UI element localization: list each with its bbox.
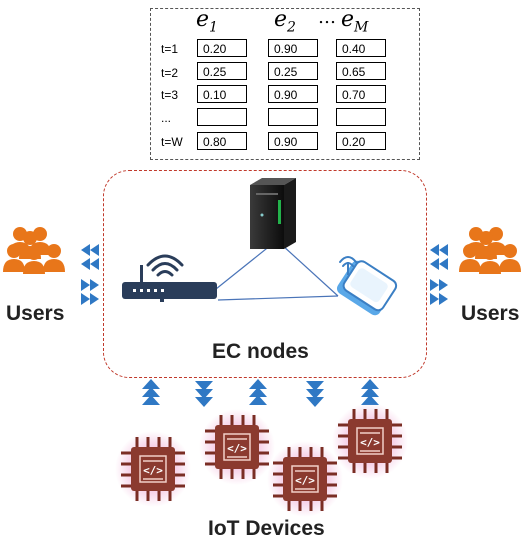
arrow-down-2 — [306, 381, 324, 407]
row-label: t=2 — [161, 66, 179, 80]
row-label: t=1 — [161, 42, 179, 56]
arrows-left-in — [81, 244, 99, 270]
data-table: e1 e2 … eM t=1 t=2 t=3 ... t=W 0.20 0.25… — [150, 7, 420, 160]
iot-devices-label: IoT Devices — [208, 517, 325, 540]
table-cell: 0.80 — [197, 132, 247, 150]
table-cell — [197, 108, 247, 126]
table-cell: 0.90 — [268, 85, 318, 103]
users-icon-right — [459, 227, 521, 274]
table-cell: 0.65 — [336, 62, 386, 80]
users-icon-left — [3, 227, 65, 274]
link-server-router — [215, 244, 272, 290]
ec-nodes-label: EC nodes — [212, 340, 309, 363]
users-label-right: Users — [461, 302, 520, 325]
arrow-down-1 — [195, 381, 213, 407]
arrow-up-3 — [361, 379, 379, 405]
iot-chip-icon — [265, 439, 345, 519]
table-cell: 0.20 — [197, 39, 247, 57]
arrow-up-2 — [249, 379, 267, 405]
table-cell: 0.10 — [197, 85, 247, 103]
table-cell: 0.70 — [336, 85, 386, 103]
column-header-e2: e2 — [274, 7, 296, 36]
users-label-left: Users — [6, 302, 65, 325]
table-cell: 0.40 — [336, 39, 386, 57]
row-label: ... — [161, 111, 172, 125]
table-cell: 0.90 — [268, 132, 318, 150]
server-icon — [250, 178, 296, 249]
table-cell — [268, 108, 318, 126]
link-router-ap — [217, 295, 339, 301]
table-cell — [336, 108, 386, 126]
column-header-ellipsis: … — [318, 7, 336, 28]
row-label: t=W — [161, 135, 183, 149]
network-links — [215, 244, 339, 301]
column-header-e1: e1 — [196, 7, 218, 36]
iot-chip-icon — [330, 401, 410, 481]
iot-chip-icon — [113, 429, 193, 509]
arrow-up-1 — [142, 379, 160, 405]
wifi-router-icon — [122, 254, 217, 302]
table-cell: 0.20 — [336, 132, 386, 150]
table-cell: 0.90 — [268, 39, 318, 57]
column-header-em: eM — [341, 7, 369, 36]
iot-chip-icon — [197, 407, 277, 487]
table-cell: 0.25 — [197, 62, 247, 80]
arrows-left-out — [81, 279, 99, 305]
wireless-access-point-icon — [336, 256, 398, 316]
row-label: t=3 — [161, 88, 179, 102]
link-server-ap — [281, 244, 339, 297]
arrows-right-in — [430, 244, 448, 270]
arrows-right-out — [430, 279, 448, 305]
table-cell: 0.25 — [268, 62, 318, 80]
